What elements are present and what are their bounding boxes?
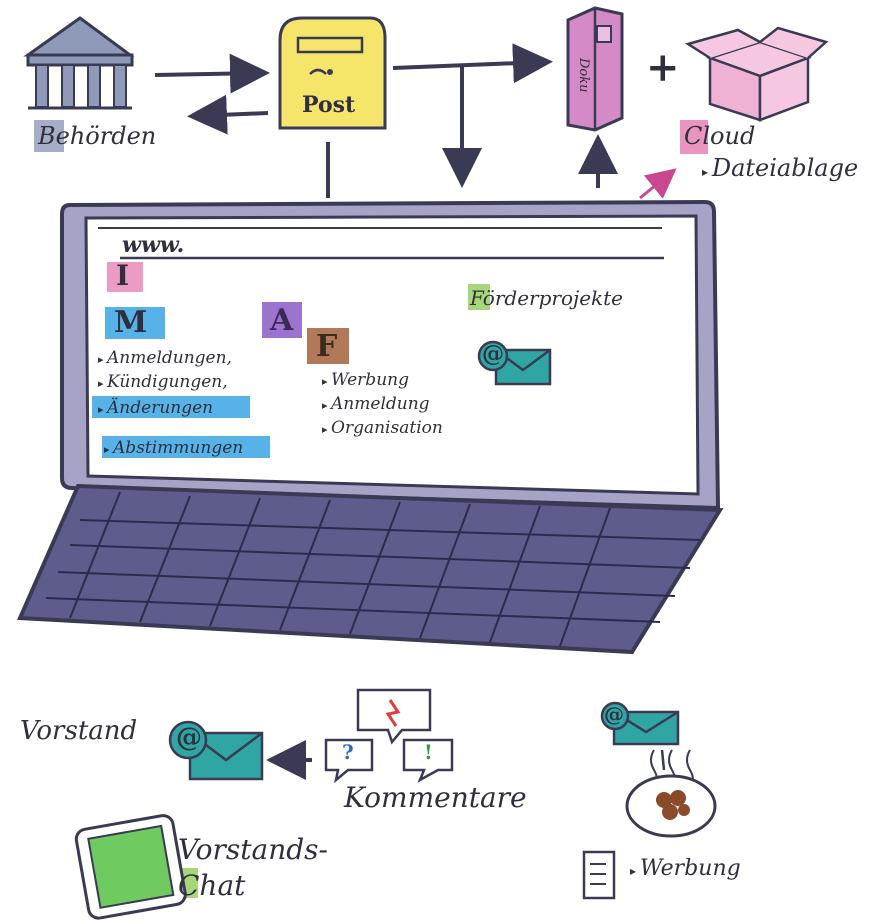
werbung-email-icon [600, 701, 680, 746]
cloud-c-highlight [680, 120, 708, 154]
post-label: Post [302, 92, 356, 118]
arrow-to-doku [392, 43, 553, 84]
letter-i: I [116, 259, 130, 292]
list-item: Anmeldung [322, 396, 430, 413]
vorstands-chat-line1: Vorstands- [178, 833, 328, 866]
list-item: Kündigungen, [98, 374, 228, 391]
behoerden-b-highlight [34, 120, 64, 152]
email-envelope-icon [477, 340, 552, 386]
foerder-f-highlight [468, 284, 490, 310]
letter-f: F [316, 329, 338, 364]
vorstand-email-icon [168, 720, 264, 781]
plus-sign: + [646, 44, 680, 91]
cloud-box-icon [684, 26, 829, 122]
cloud-label: Cloud [684, 122, 756, 150]
exclamation-mark: ! [424, 740, 433, 764]
flyer-document-icon [582, 850, 616, 900]
letter-m-highlight [105, 307, 165, 339]
question-mark: ? [342, 740, 354, 764]
government-building-icon [23, 16, 135, 110]
mailbox-icon [278, 16, 387, 130]
speech-bubbles-icon [324, 688, 454, 784]
url-text: www. [122, 232, 185, 258]
vorstand-label: Vorstand [20, 716, 138, 746]
list-item: Änderungen [98, 400, 213, 417]
tablet-icon [74, 814, 187, 920]
laptop-icon [17, 199, 724, 655]
vorstands-chat-line2: Chat [178, 869, 246, 902]
list-item: Werbung [322, 372, 409, 389]
letter-m: M [114, 305, 148, 340]
werbung-email-at-symbol: @ [604, 702, 624, 726]
letter-i-highlight [107, 262, 143, 292]
dateiablage-label: ▸ Dateiablage [702, 154, 859, 182]
list-item: Anmeldungen, [98, 350, 232, 367]
arrow-to-cloud [639, 168, 677, 200]
letter-f-highlight [307, 328, 349, 364]
letter-a-highlight [262, 302, 302, 338]
vorstand-email-at-symbol: @ [176, 723, 202, 753]
connector-line [660, 749, 666, 771]
coffee-cup-icon [625, 749, 717, 838]
kommentare-label: Kommentare [344, 781, 527, 814]
list-item: Abstimmungen [104, 440, 243, 457]
werbung-bottom-label: ▸ Werbung [630, 856, 741, 881]
dateiablage-text: Dateiablage [711, 154, 859, 182]
foerderprojekte-label: Förderprojekte [470, 286, 624, 310]
doku-label: Doku [576, 58, 591, 93]
werbung-bottom-text: Werbung [639, 856, 741, 881]
behoerden-label: Behörden [38, 122, 157, 150]
arrow-to-behoerden [187, 94, 269, 135]
document-binder-icon [566, 6, 624, 132]
arrow-to-post [154, 53, 270, 94]
email-at-symbol: @ [482, 341, 504, 367]
letter-a: A [270, 303, 294, 338]
list-item: Organisation [322, 420, 443, 437]
